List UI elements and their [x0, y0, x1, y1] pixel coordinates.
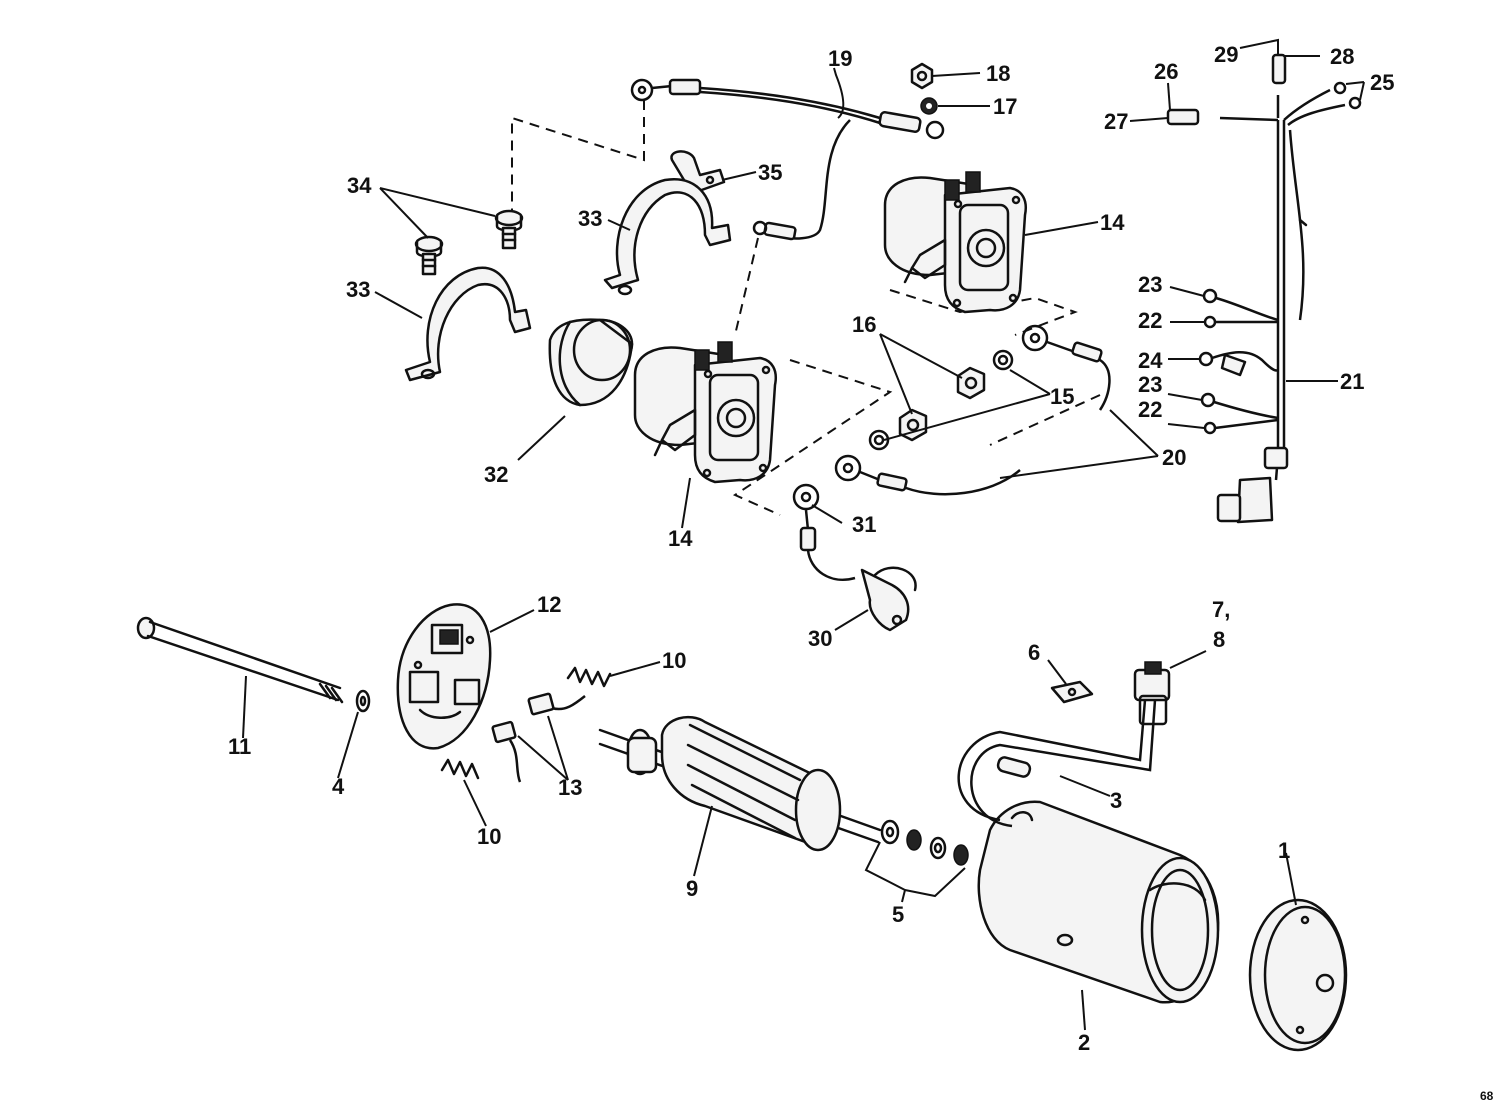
- assembly-line-cable-20: [989, 394, 1101, 446]
- clip-6: [1050, 680, 1094, 704]
- brush-13-upper: [527, 692, 586, 716]
- callout-22-upper: 22: [1138, 308, 1162, 333]
- ground-lead-30: [806, 549, 917, 632]
- screw-34-left: [414, 235, 444, 276]
- lockwasher-17: [920, 97, 938, 115]
- washer-4: [355, 689, 371, 713]
- solenoid-14-upper: [883, 171, 1027, 314]
- callout-21: 21: [1340, 369, 1364, 394]
- callout-1: 1: [1278, 838, 1290, 863]
- callout-5: 5: [892, 902, 904, 927]
- callout-33-upper: 33: [578, 206, 602, 231]
- callout-2: 2: [1078, 1030, 1090, 1055]
- clip-35: [670, 150, 726, 194]
- washers-5: [880, 819, 969, 866]
- callout-10-upper: 10: [662, 648, 686, 673]
- callout-16: 16: [852, 312, 876, 337]
- callout-7-8-line1: 7,: [1212, 597, 1230, 622]
- callout-14-upper: 14: [1100, 210, 1125, 235]
- callout-labels: 1 2 3 4 5 6 7, 8 9 10 10 11 12 13 14 14 …: [228, 42, 1494, 1103]
- callout-4: 4: [332, 774, 345, 799]
- callout-27: 27: [1104, 109, 1128, 134]
- callout-17: 17: [993, 94, 1017, 119]
- callout-7-8-line2: 8: [1213, 627, 1225, 652]
- callout-9: 9: [686, 876, 698, 901]
- solenoid-14-lower: [633, 341, 777, 484]
- callout-29: 29: [1214, 42, 1238, 67]
- callout-31: 31: [852, 512, 876, 537]
- assembly-line-wire: [734, 237, 759, 336]
- spring-10-upper: [566, 666, 612, 688]
- callout-28: 28: [1330, 44, 1354, 69]
- callout-23-lower: 23: [1138, 372, 1162, 397]
- callout-22-lower: 22: [1138, 397, 1162, 422]
- callout-18: 18: [986, 61, 1010, 86]
- callout-25: 25: [1370, 70, 1394, 95]
- terminal-22-23-lower: [1200, 392, 1279, 435]
- callout-32: 32: [484, 462, 508, 487]
- callout-34: 34: [347, 173, 372, 198]
- cover-band-32: [548, 318, 634, 407]
- terminal-24: [1198, 351, 1279, 377]
- callout-14-lower: 14: [668, 526, 693, 551]
- callout-10-lower: 10: [477, 824, 501, 849]
- washer-15-upper: [992, 349, 1014, 371]
- callout-13: 13: [558, 775, 582, 800]
- screw-34-right: [494, 209, 524, 250]
- terminal-22-23-upper: [1202, 288, 1279, 329]
- battery-cable-19: [630, 78, 945, 241]
- nut-16-lower: [898, 408, 928, 442]
- motor-frame-2: [977, 800, 1220, 1004]
- harness-21: [1166, 53, 1362, 524]
- armature-9: [598, 715, 882, 852]
- callout-11: 11: [228, 734, 251, 759]
- callout-15: 15: [1050, 384, 1074, 409]
- callout-23-upper: 23: [1138, 272, 1162, 297]
- field-lead-3: [957, 699, 1157, 828]
- end-cover-1: [1248, 898, 1348, 1052]
- callout-12: 12: [537, 592, 561, 617]
- terminal-31: [792, 483, 820, 552]
- leader-lines: [242, 38, 1365, 1031]
- nut-18: [910, 62, 934, 90]
- brush-13-lower: [491, 720, 522, 783]
- bracket-33-lower: [404, 266, 532, 382]
- callout-33-lower: 33: [346, 277, 370, 302]
- washer-15-lower: [868, 429, 890, 451]
- connector-7-8: [1133, 661, 1171, 726]
- assembly-line-cable: [511, 100, 645, 210]
- assembly-line-upper-solenoid: [889, 289, 1078, 336]
- callout-20: 20: [1162, 445, 1186, 470]
- nut-16-upper: [956, 366, 986, 400]
- callout-19: 19: [828, 46, 852, 71]
- bracket-33-upper: [603, 177, 732, 296]
- callout-35: 35: [758, 160, 782, 185]
- assembly-line-lower-solenoid: [732, 359, 893, 516]
- callout-3: 3: [1110, 788, 1122, 813]
- callout-24: 24: [1138, 348, 1163, 373]
- through-bolt-11: [136, 616, 344, 704]
- callout-26: 26: [1154, 59, 1178, 84]
- callout-6: 6: [1028, 640, 1040, 665]
- figure-number: 68: [1480, 1089, 1494, 1103]
- brush-plate-12: [396, 603, 492, 750]
- callout-30: 30: [808, 626, 832, 651]
- spring-10-lower: [440, 758, 480, 780]
